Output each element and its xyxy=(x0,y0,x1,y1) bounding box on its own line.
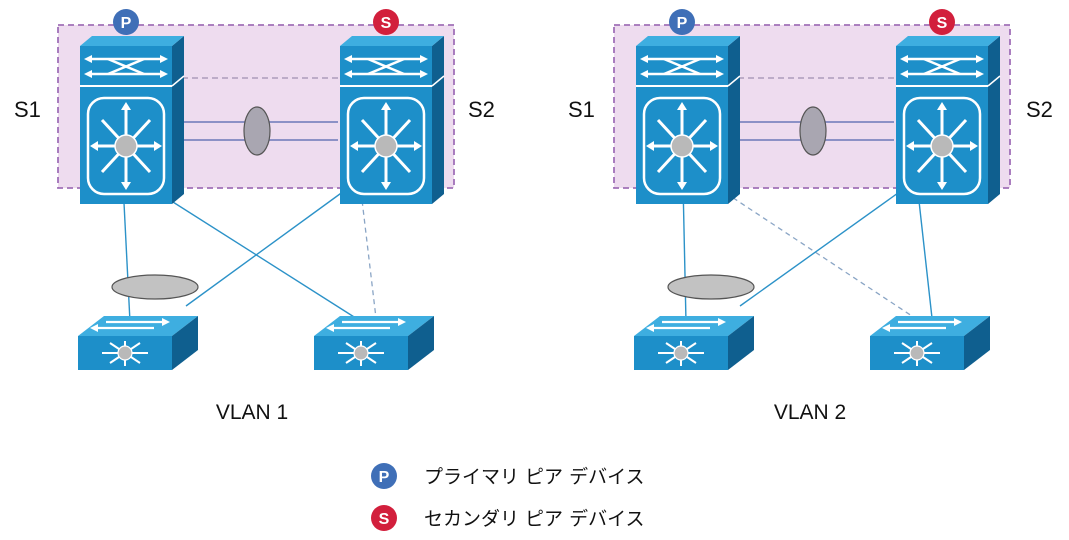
secondary-badge-letter: S xyxy=(381,15,392,32)
switch-label-s2: S2 xyxy=(468,97,495,122)
legend-secondary-badge-letter: S xyxy=(379,511,390,528)
access-switch-right xyxy=(868,314,992,372)
legend-primary-text: プライマリ ピア デバイス xyxy=(424,466,645,488)
link-s1-left-access xyxy=(122,182,131,323)
legend: P プライマリ ピア デバイス S セカンダリ ピア デバイス xyxy=(371,463,645,531)
link-s2-left-access xyxy=(185,182,356,307)
legend-primary-badge-letter: P xyxy=(379,469,390,486)
switch-label-s2: S2 xyxy=(1026,97,1053,122)
primary-badge: P xyxy=(669,9,695,35)
link-s1-left-access xyxy=(682,182,687,323)
vpc-portchannel xyxy=(111,274,199,300)
peer-link-portchannel xyxy=(243,106,271,156)
peer-link-portchannel xyxy=(799,106,827,156)
link-s2-left-access xyxy=(739,182,913,307)
core-switch-s2 xyxy=(338,34,446,206)
access-switch-left xyxy=(76,314,200,372)
legend-secondary-text: セカンダリ ピア デバイス xyxy=(424,508,645,530)
vlan-label: VLAN 2 xyxy=(774,401,846,424)
switch-label-s1: S1 xyxy=(14,97,41,122)
diagram-vlan-1: P S S1 S2 VLAN 1 xyxy=(14,9,495,424)
vpc-portchannel xyxy=(667,274,755,300)
secondary-badge-letter: S xyxy=(937,15,948,32)
link-s2-right-access xyxy=(916,182,933,319)
core-switch-s1 xyxy=(634,34,742,206)
link-s1-right-access xyxy=(142,182,363,323)
link-s1-right-access-blocked xyxy=(702,177,916,319)
primary-badge-letter: P xyxy=(677,15,688,32)
switch-label-s1: S1 xyxy=(568,97,595,122)
access-switch-right xyxy=(312,314,436,372)
vlan-label: VLAN 1 xyxy=(216,401,288,424)
access-switch-left xyxy=(632,314,756,372)
core-switch-s2 xyxy=(894,34,1002,206)
secondary-badge: S xyxy=(929,9,955,35)
link-s2-right-access-blocked xyxy=(359,182,377,319)
primary-badge: P xyxy=(113,9,139,35)
diagram-vlan-2: P S S1 S2 VLAN 2 xyxy=(568,9,1053,424)
legend-item-secondary: S セカンダリ ピア デバイス xyxy=(371,505,645,531)
secondary-badge: S xyxy=(373,9,399,35)
core-switch-s1 xyxy=(78,34,186,206)
legend-item-primary: P プライマリ ピア デバイス xyxy=(371,463,645,489)
primary-badge-letter: P xyxy=(121,15,132,32)
